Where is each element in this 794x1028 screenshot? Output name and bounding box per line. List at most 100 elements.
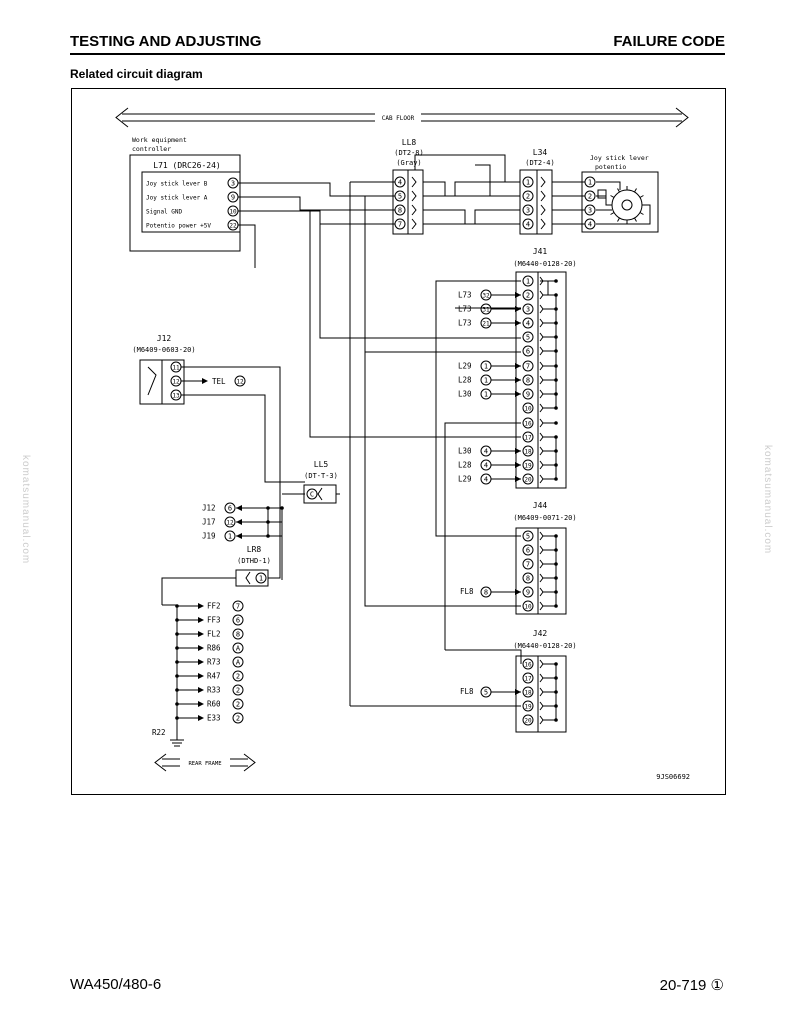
gnd-pin — [232, 600, 244, 612]
controller-pin-box — [141, 171, 241, 233]
j42-contact — [539, 659, 544, 669]
gnd-pin-label: 2 — [236, 701, 240, 709]
page-number: 20-719 ① — [659, 977, 724, 994]
j41-ref-pin-label: 1 — [484, 377, 488, 385]
j44-fl8-pin-label: 8 — [484, 589, 488, 597]
j41-pin-7 — [522, 360, 534, 372]
j41-ref-L73: L73 — [458, 319, 472, 328]
figure-id: 9JS06692 — [656, 773, 690, 781]
gnd-pin — [232, 642, 244, 654]
j41-pin-17-label: 17 — [524, 435, 532, 442]
wire-ll8-top — [475, 164, 491, 196]
jref-pin — [224, 530, 236, 542]
joystick-pin-1-label: 1 — [588, 179, 592, 187]
j41-pin-2 — [522, 289, 534, 301]
arrow-head — [198, 603, 204, 609]
lr8-pin-label: 1 — [259, 575, 263, 583]
j44-contact — [539, 601, 544, 611]
wire-ll8-l34 — [423, 209, 520, 225]
j44-contact — [539, 587, 544, 597]
j41-contact — [539, 446, 544, 456]
gnd-label-E33: E33 — [207, 714, 221, 723]
j42-pin-20 — [522, 714, 534, 726]
j44-pin-7 — [522, 558, 534, 570]
j41-pin-3-label: 3 — [526, 306, 530, 314]
l34-pin-1-label: 1 — [526, 179, 530, 187]
j12-tel-label: TEL — [212, 377, 226, 386]
arrow-head — [515, 292, 521, 298]
jref-pin-label: 12 — [226, 520, 234, 527]
j42-pin-19-label: 19 — [524, 704, 532, 711]
potentio-resistor — [597, 189, 607, 199]
wire-ll8-l34 — [423, 181, 520, 197]
gnd-pin-label: 6 — [236, 617, 240, 625]
j42-fl8-pin-label: 5 — [484, 689, 488, 697]
ll8-pin-4-label: 4 — [398, 179, 402, 187]
section-title: TESTING AND ADJUSTING — [70, 33, 262, 50]
gnd-label-R60: R60 — [207, 700, 221, 709]
joystick-pin-3-label: 3 — [588, 207, 592, 215]
j42-contact — [539, 673, 544, 683]
gnd-pin — [232, 628, 244, 640]
gear-tooth — [639, 212, 644, 215]
l34-pin-4 — [522, 218, 534, 230]
ll5-type: (DT-T-3) — [304, 472, 338, 480]
j41-ref-pin-label: 1 — [484, 363, 488, 371]
j41-pin-2-label: 2 — [526, 292, 530, 300]
j41-pin-18 — [522, 445, 534, 457]
j41-contact — [539, 346, 544, 356]
j41-contact — [539, 318, 544, 328]
arrow-head — [515, 306, 521, 312]
j41-bus — [540, 280, 549, 295]
arrow-head — [515, 476, 521, 482]
ll8-contact — [411, 204, 417, 216]
gear-tooth — [634, 217, 637, 222]
jref-J12: J12 — [202, 504, 216, 513]
gnd-pin-label: 2 — [236, 673, 240, 681]
j44-contact — [539, 573, 544, 583]
j41-ref-pin-label: 4 — [484, 462, 488, 470]
controller-row-label: Potentio power +5V — [146, 223, 211, 230]
gear-tooth — [617, 188, 620, 193]
j41-pin-18-label: 18 — [524, 449, 532, 456]
rear-frame-arrow-right — [243, 753, 256, 772]
lr8-pin — [255, 572, 267, 584]
j44-pin-6 — [522, 544, 534, 556]
potentio-wire — [596, 195, 612, 206]
gnd-pin-label: A — [236, 645, 241, 653]
arrow-head — [198, 687, 204, 693]
cab-floor-arrow-right — [675, 107, 689, 128]
arrow-head — [515, 391, 521, 397]
junction-dot — [280, 506, 284, 510]
j44-type: (M6409-0071-20) — [513, 514, 576, 522]
ll8-contact — [411, 190, 417, 202]
j42-fl8-label: FL8 — [460, 687, 474, 696]
ll5-contact — [317, 487, 323, 501]
controller-pin-3-label: 3 — [231, 180, 235, 188]
j41-pin-9-label: 9 — [526, 391, 530, 399]
j44-contact — [539, 545, 544, 555]
j41-pin-4-label: 4 — [526, 320, 530, 328]
arrow-head — [236, 533, 242, 539]
gnd-pin — [232, 656, 244, 668]
j41-pin-16-label: 16 — [524, 421, 532, 428]
j42-pin-17 — [522, 672, 534, 684]
j44-pin-7-label: 7 — [526, 561, 530, 569]
j41-pin-20 — [522, 473, 534, 485]
l34-box — [519, 169, 553, 235]
wire-gnd — [238, 210, 395, 225]
j44-fl8-label: FL8 — [460, 587, 474, 596]
wire-j12-11 — [181, 366, 281, 579]
j41-pin-5 — [522, 331, 534, 343]
l34-contact — [540, 218, 546, 230]
j41-ref-L28: L28 — [458, 376, 472, 385]
j12-tel-pin-label: 12 — [236, 379, 244, 386]
j42-type: (M6440-0128-20) — [513, 642, 576, 650]
gnd-pin-label: 8 — [236, 631, 240, 639]
j44-pin-8 — [522, 572, 534, 584]
l34-name: L34 — [533, 148, 548, 157]
arrow-head — [236, 505, 242, 511]
l34-contact — [540, 176, 546, 188]
j41-pin-20-label: 20 — [524, 477, 532, 484]
